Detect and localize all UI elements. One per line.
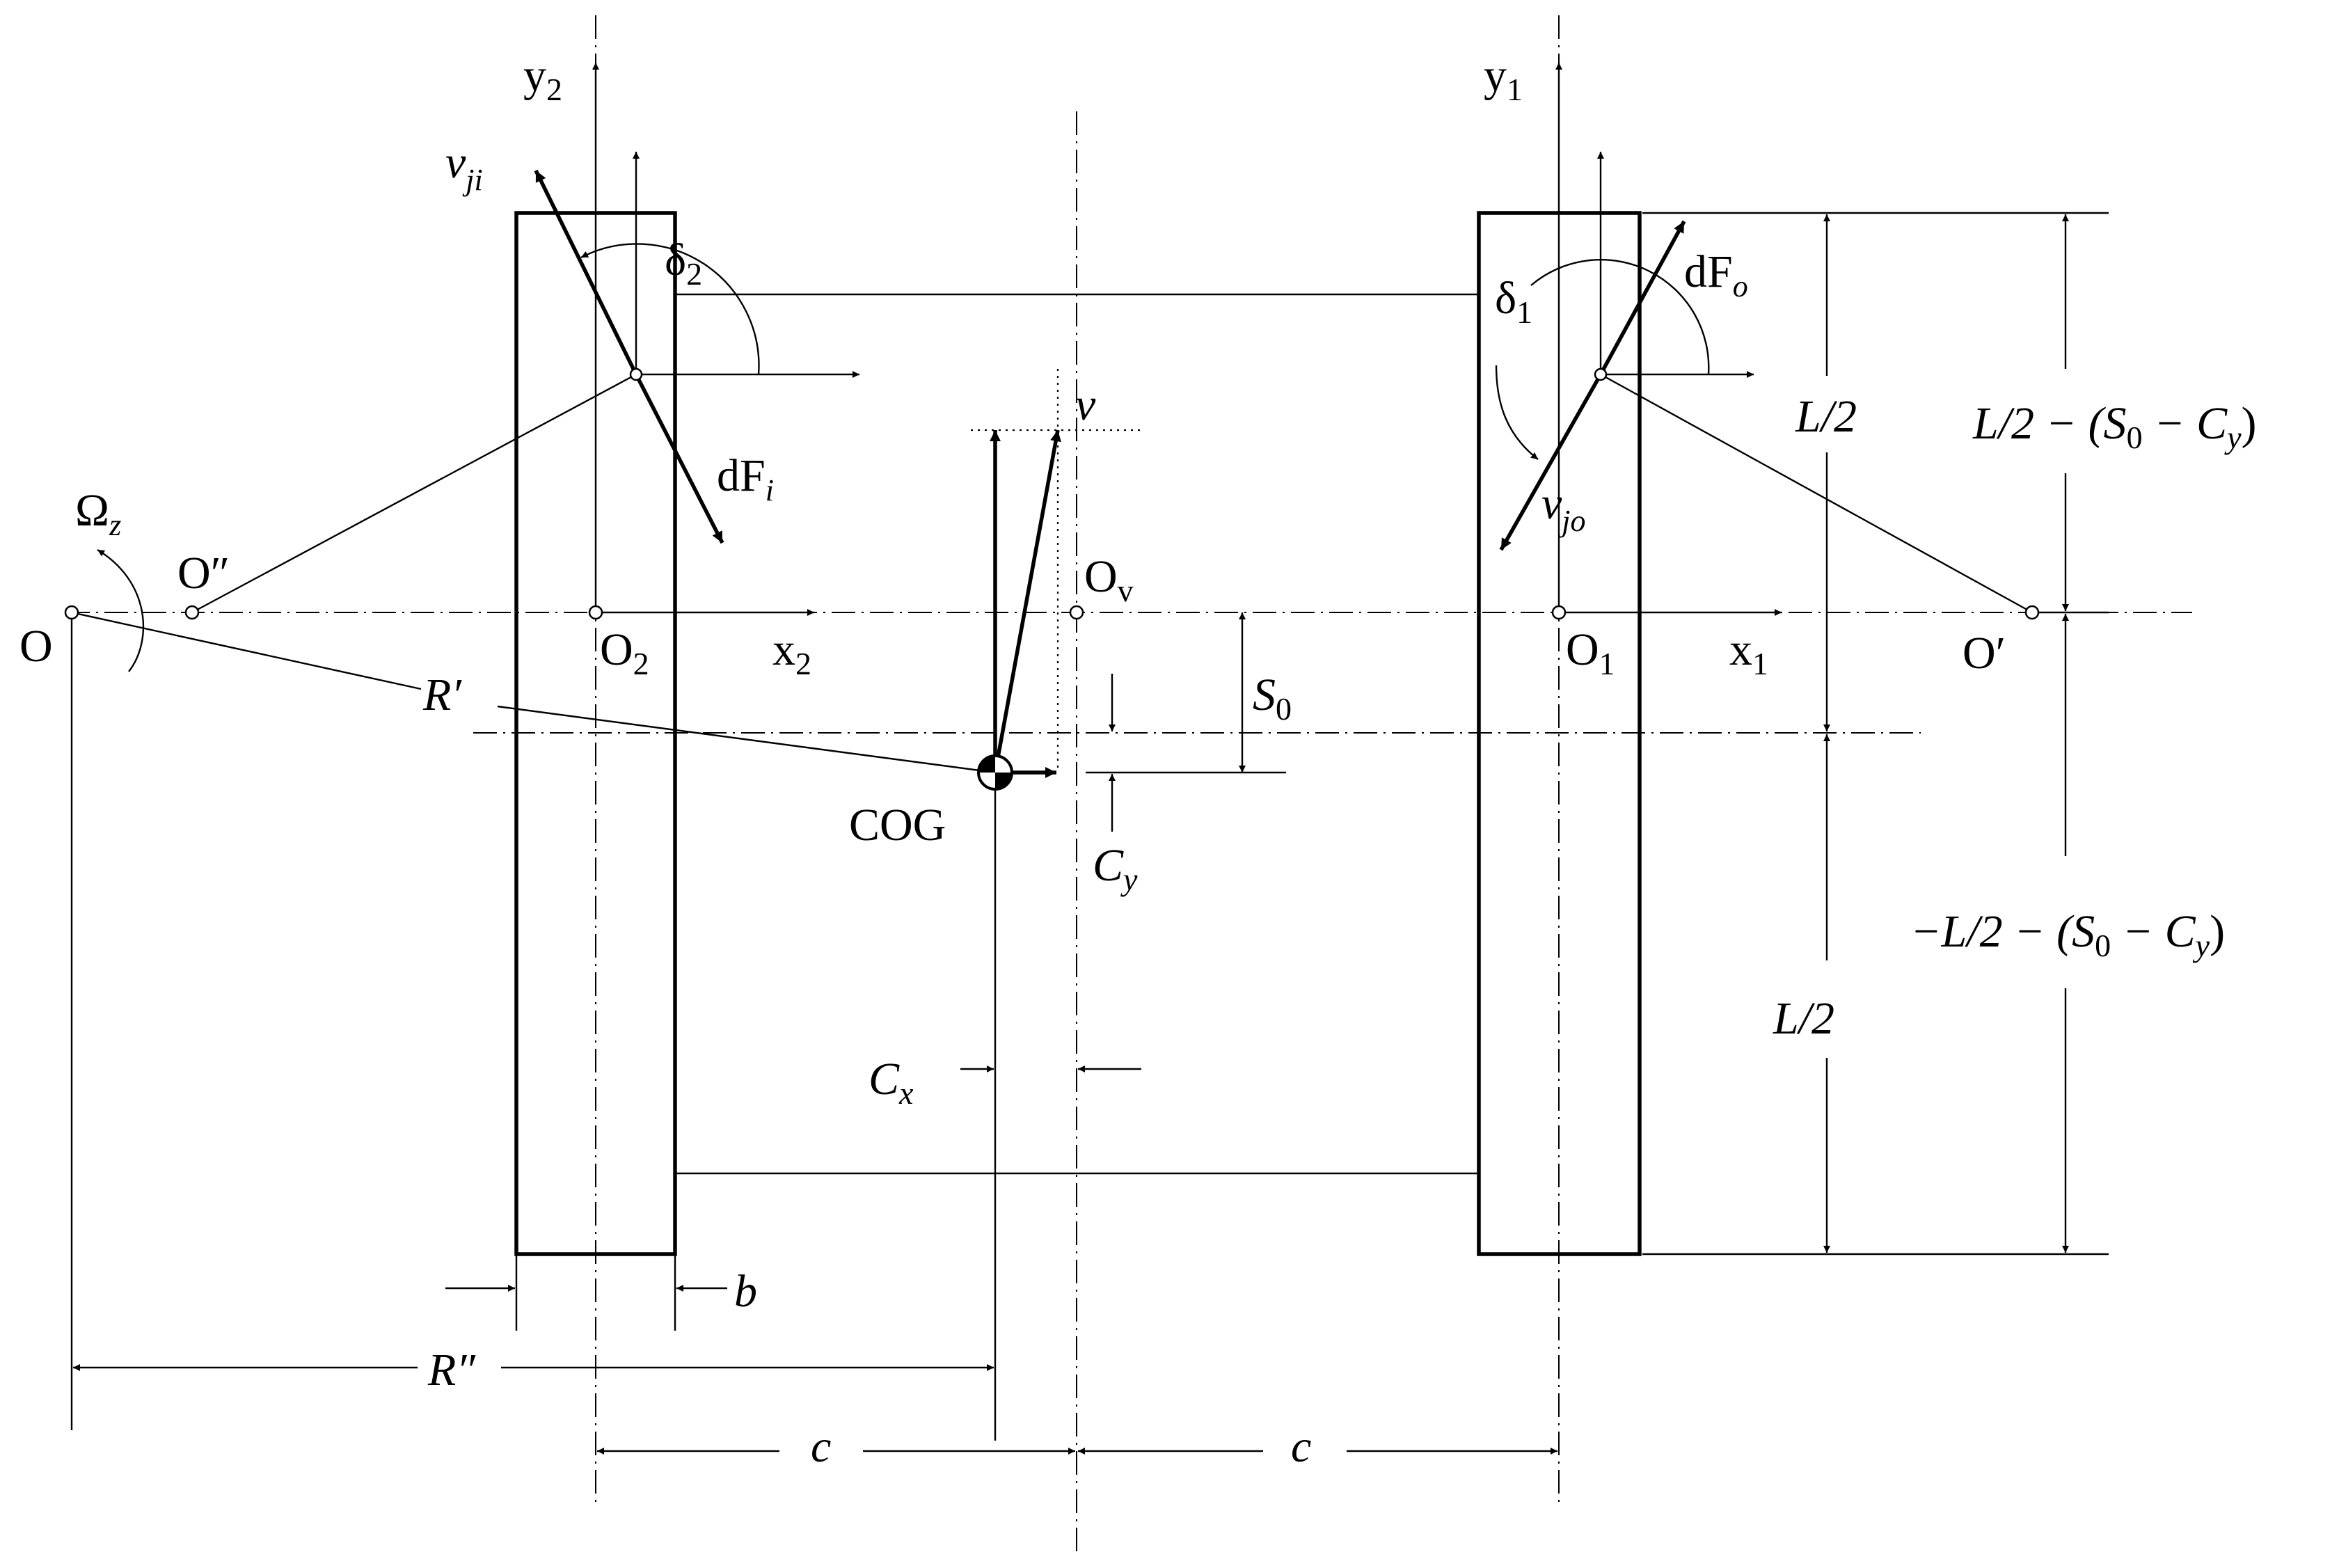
vjo-label: vjo [1541,478,1586,538]
O-doubleprime-to-O2-line [191,373,637,614]
b-label: b [734,1266,757,1317]
point-O-doubleprime [184,605,200,620]
y2-label: y2 [523,50,562,107]
point-O1-local [1594,367,1608,381]
c-left-label: c [811,1421,831,1472]
delta1-angle-bottom-arc [1495,365,1539,460]
S0-label: S0 [1253,670,1292,727]
vjo-vector [1499,373,1603,551]
dim-bottom-label: −L/2 − (S0 − Cy) [1910,906,2225,963]
delta2-label: δ2 [665,235,702,292]
dim-top-label: L/2 − (S0 − Cy) [1972,398,2257,455]
vji-vector [534,169,638,376]
O1-to-O-prime-line [1600,373,2033,614]
point-O [64,605,79,620]
cog-symbol [977,754,1013,791]
x1-label: x1 [1729,624,1768,681]
delta1-label: δ1 [1495,273,1532,330]
point-Ov [1069,605,1084,620]
R-prime-line-a [71,611,422,690]
L2-bottom-label: L/2 [1773,993,1834,1044]
point-O-prime [2024,605,2040,620]
R-prime-line-b [497,705,996,774]
Cy-label: Cy [1093,840,1138,897]
COG-label: COG [849,800,946,850]
O-doubleprime-label: O″ [177,548,230,599]
delta1-angle-top-arc [1530,259,1710,375]
O1-label: O1 [1566,624,1615,681]
dFo-label: dFo [1684,246,1748,303]
point-O1 [1551,605,1567,620]
Cx-label: Cx [869,1054,914,1111]
vji-label: vji [445,137,483,197]
R-doubleprime-label: R″ [427,1345,476,1395]
R-prime-label: R′ [422,670,462,720]
c-right-label: c [1291,1421,1311,1472]
v-label: v [1075,379,1096,430]
dFo-vector [1599,220,1686,376]
center-lines [66,15,2192,1552]
y1-label: y1 [1484,50,1523,107]
x2-label: x2 [772,624,811,681]
O2-label: O2 [600,624,649,681]
Ov-label: Ov [1084,551,1134,608]
v-velocity-vector [993,429,1061,773]
point-O2 [588,605,603,620]
dFi-label: dFi [717,450,774,507]
omega-z-rotation-arc [97,548,145,672]
dFi-vector [634,373,724,544]
L2-top-label: L/2 [1795,391,1857,442]
O-label: O [19,621,53,672]
omega-z-label: Ωz [75,485,121,542]
point-O2-local [629,367,643,381]
O-prime-label: O′ [1963,628,2006,679]
delta2-angle-arc [580,243,760,375]
